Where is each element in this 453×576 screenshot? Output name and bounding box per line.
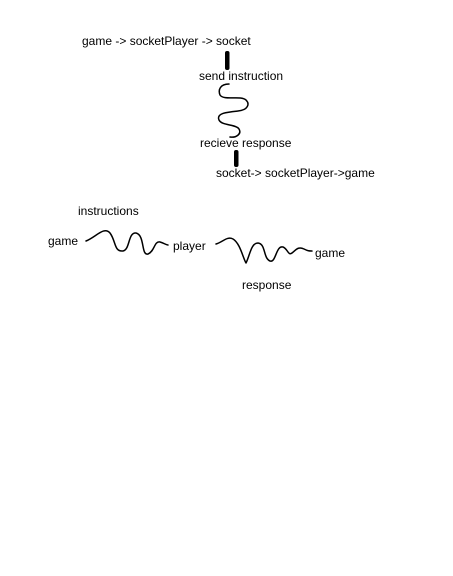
outgoing-chain-label: game -> socketPlayer -> socket	[82, 34, 251, 48]
connector-bar-bottom	[234, 150, 239, 167]
squiggle-player-to-game	[215, 237, 313, 264]
send-instruction-label: send instruction	[199, 69, 284, 83]
incoming-chain-label: socket-> socketPlayer->game	[216, 166, 375, 180]
squiggle-vertical	[217, 83, 249, 138]
squiggle-game-to-player	[85, 229, 169, 255]
receive-response-label: recieve response	[200, 136, 292, 150]
connector-bar-top	[225, 51, 230, 70]
game-left-label: game	[48, 234, 79, 248]
player-label: player	[173, 239, 206, 253]
instructions-label: instructions	[78, 204, 139, 218]
game-right-label: game	[315, 246, 346, 260]
response-label: response	[242, 278, 292, 292]
